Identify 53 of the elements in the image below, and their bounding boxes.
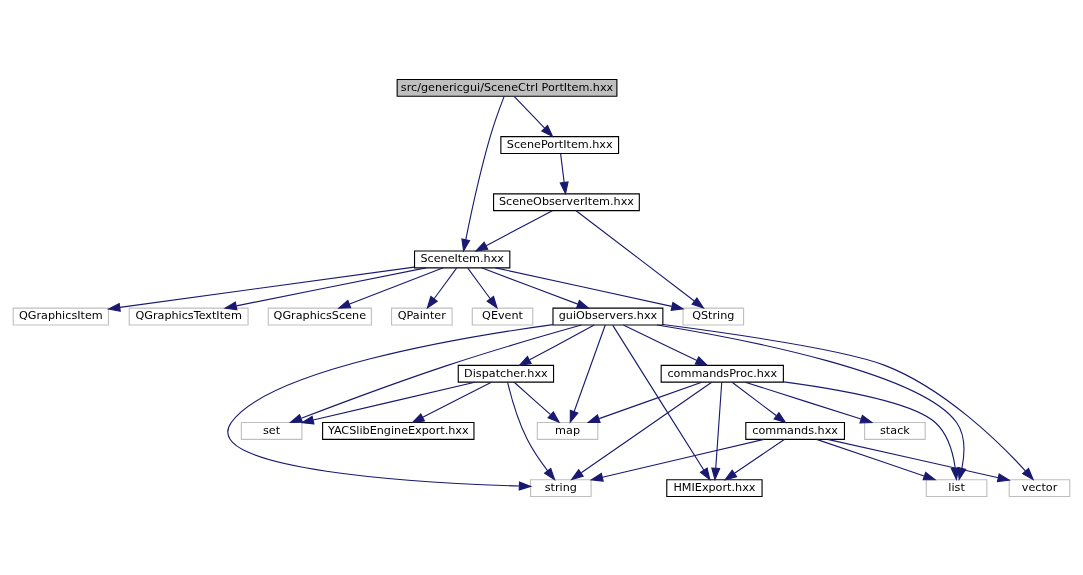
arrow: [480, 266, 591, 309]
node-box: ScenePortItem.hxx: [500, 135, 620, 154]
arrow: [816, 438, 937, 480]
arrow: [461, 95, 505, 252]
arrow: [227, 323, 554, 491]
node-box: vector: [1008, 478, 1071, 497]
arrow: [569, 324, 606, 424]
node-box: QEvent: [471, 307, 534, 326]
node-box: string: [530, 478, 592, 497]
node-box: QGraphicsItem: [12, 307, 110, 326]
arrow: [586, 381, 703, 423]
arrow: [467, 267, 498, 309]
arrow: [337, 266, 444, 309]
arrow: [575, 209, 705, 309]
node-box: commandsProc.hxx: [660, 364, 784, 383]
arrow: [783, 380, 960, 481]
arrow: [559, 152, 569, 195]
arrow: [513, 95, 554, 138]
node-box: QString: [682, 307, 745, 326]
arrow: [517, 324, 595, 366]
node-box: HMIExport.hxx: [666, 478, 763, 497]
arrow: [495, 266, 685, 311]
node-box: QGraphicsTextItem: [128, 307, 249, 326]
arrow: [223, 266, 427, 310]
arrow: [513, 381, 561, 423]
node-box: map: [536, 421, 599, 440]
node-box: YACSlibEngineExport.hxx: [322, 421, 475, 440]
arrow: [411, 381, 492, 423]
arrow: [731, 381, 787, 424]
node-box: SceneObserverItem.hxx: [493, 192, 640, 211]
arrow: [474, 209, 553, 252]
node-box: Dispatcher.hxx: [457, 364, 555, 383]
node-box: QPainter: [391, 307, 453, 326]
node-box: set: [240, 421, 303, 440]
node-box: src/genericgui/SceneCtrl PortItem.hxx: [396, 78, 618, 97]
arrow: [622, 324, 709, 366]
arrow: [288, 324, 582, 423]
arrow: [106, 266, 415, 312]
node-box: QGraphicsScene: [267, 307, 372, 326]
arrow: [507, 381, 556, 481]
arrow: [711, 381, 723, 481]
node-box: SceneItem.hxx: [414, 249, 511, 268]
arrow: [426, 267, 458, 309]
arrow: [744, 381, 874, 423]
node-box: commands.hxx: [745, 421, 845, 440]
node-box: guiObservers.hxx: [552, 307, 664, 326]
arrow: [589, 438, 765, 482]
node-box: list: [925, 478, 988, 497]
arrow: [300, 381, 476, 425]
arrow: [723, 438, 785, 481]
arrow: [570, 381, 713, 480]
arrow: [612, 324, 711, 481]
node-box: stack: [864, 421, 926, 440]
